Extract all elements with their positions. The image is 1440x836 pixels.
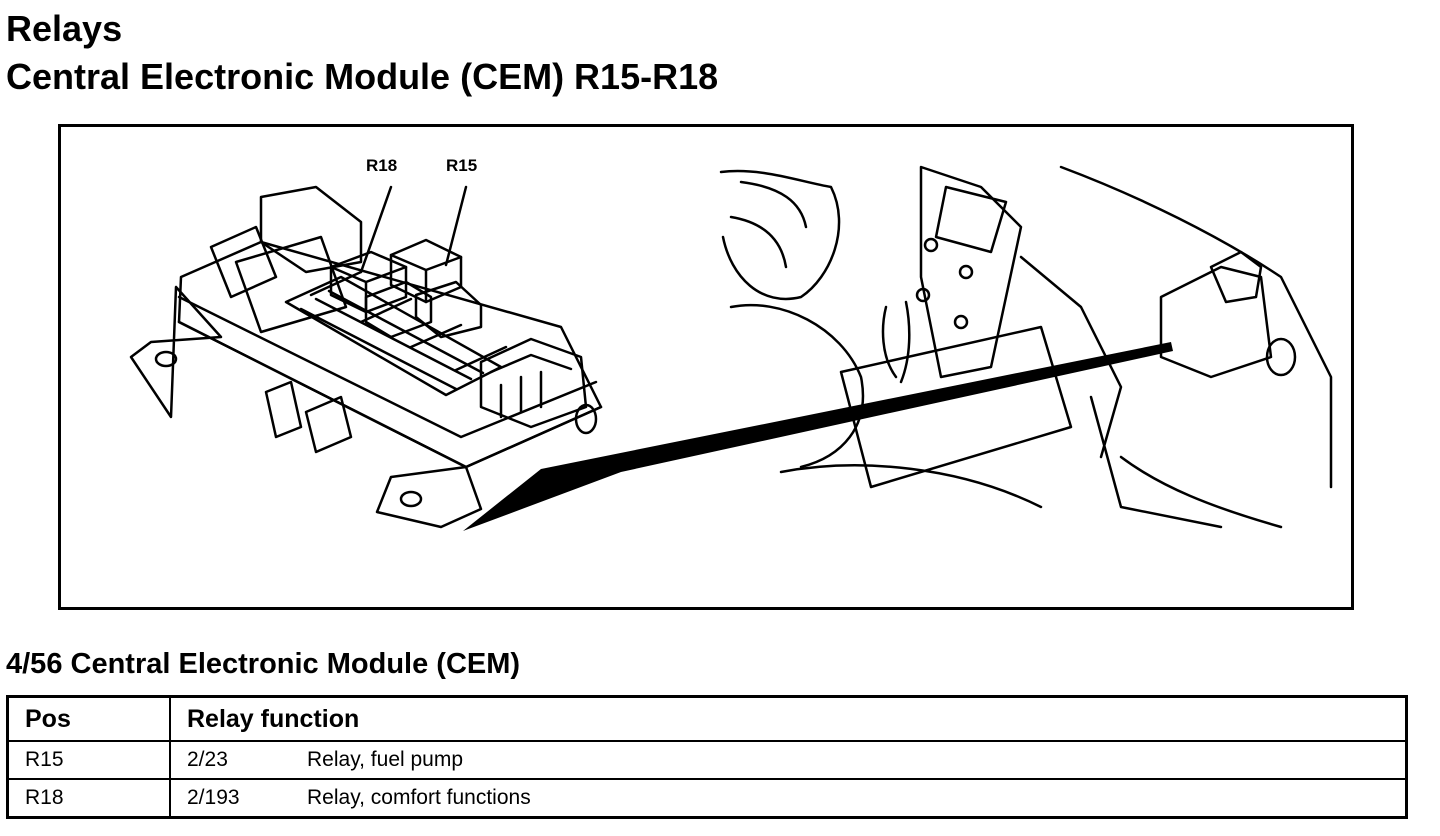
cell-relay-function: 2/193 Relay, comfort functions xyxy=(169,778,1408,819)
floor-lines xyxy=(779,455,1283,529)
callout-line-r18 xyxy=(359,185,393,274)
console-knob-2 xyxy=(915,287,931,303)
table-header-row: Pos Relay function xyxy=(6,695,1408,742)
vehicle-interior xyxy=(719,165,1333,529)
console-knob-1 xyxy=(923,237,939,253)
console-knob-3 xyxy=(958,264,974,280)
cem-line-drawing: R18 R15 xyxy=(129,156,1333,531)
column-header-relay-function: Relay function xyxy=(169,695,1408,742)
dashboard-line xyxy=(1019,255,1123,459)
console-display xyxy=(934,185,1008,254)
relay-r15 xyxy=(389,238,463,304)
connector-right-pins xyxy=(489,353,573,419)
cell-pos: R15 xyxy=(6,740,171,780)
connector-right xyxy=(479,337,588,429)
table-row: R18 2/193 Relay, comfort functions xyxy=(6,778,1408,819)
cem-installed xyxy=(1159,265,1273,379)
cell-code: 2/193 xyxy=(187,786,240,809)
cell-pos: R18 xyxy=(6,778,171,819)
steering-wheel-spokes xyxy=(729,180,808,269)
callout-label-r15: R15 xyxy=(446,156,477,175)
cell-function: Relay, fuel pump xyxy=(307,748,464,771)
cem-mounting-bracket-right xyxy=(375,465,483,529)
callout-label-r18: R18 xyxy=(366,156,397,175)
mount-hole-left xyxy=(154,350,178,368)
cem-location-illustration: R18 R15 xyxy=(58,124,1354,610)
center-console xyxy=(919,165,1023,379)
screw-head xyxy=(574,403,598,435)
relay-lower xyxy=(364,280,433,339)
tunnel xyxy=(839,325,1073,489)
seat-left xyxy=(729,303,865,469)
location-pointer xyxy=(463,342,1173,531)
footwell-edge xyxy=(1089,395,1223,529)
cem-installed-connector xyxy=(1209,250,1263,304)
kick-panel-fastener xyxy=(1265,337,1297,377)
document-heading: Relays xyxy=(6,8,123,49)
connector-main xyxy=(234,235,348,334)
cell-code: 2/23 xyxy=(187,748,228,771)
cell-relay-function: 2/23 Relay, fuel pump xyxy=(169,740,1408,780)
callout-line-r15 xyxy=(444,185,468,267)
section-title: 4/56 Central Electronic Module (CEM) xyxy=(6,648,521,680)
cem-mounting-bracket-left xyxy=(129,285,223,419)
cem-top-edge xyxy=(177,295,598,439)
connector-mid xyxy=(414,280,483,339)
mount-hole-right xyxy=(399,490,423,508)
gear-lever xyxy=(881,300,911,384)
cell-function: Relay, comfort functions xyxy=(307,786,531,809)
door-edge xyxy=(1059,165,1333,489)
cem-body-edge xyxy=(177,320,603,469)
underside-connectors xyxy=(264,380,353,454)
column-header-pos: Pos xyxy=(6,695,171,742)
document-title: Central Electronic Module (CEM) R15-R18 xyxy=(6,56,719,97)
relay-table: Pos Relay function R15 2/23 Relay, fuel p… xyxy=(6,695,1408,819)
table-row: R15 2/23 Relay, fuel pump xyxy=(6,740,1408,780)
steering-wheel xyxy=(719,169,841,301)
relay-r18 xyxy=(329,250,408,314)
relay-r15-edges xyxy=(389,253,463,304)
connector-left xyxy=(209,225,278,299)
console-knob-4 xyxy=(953,314,969,330)
connector-top xyxy=(259,185,363,274)
